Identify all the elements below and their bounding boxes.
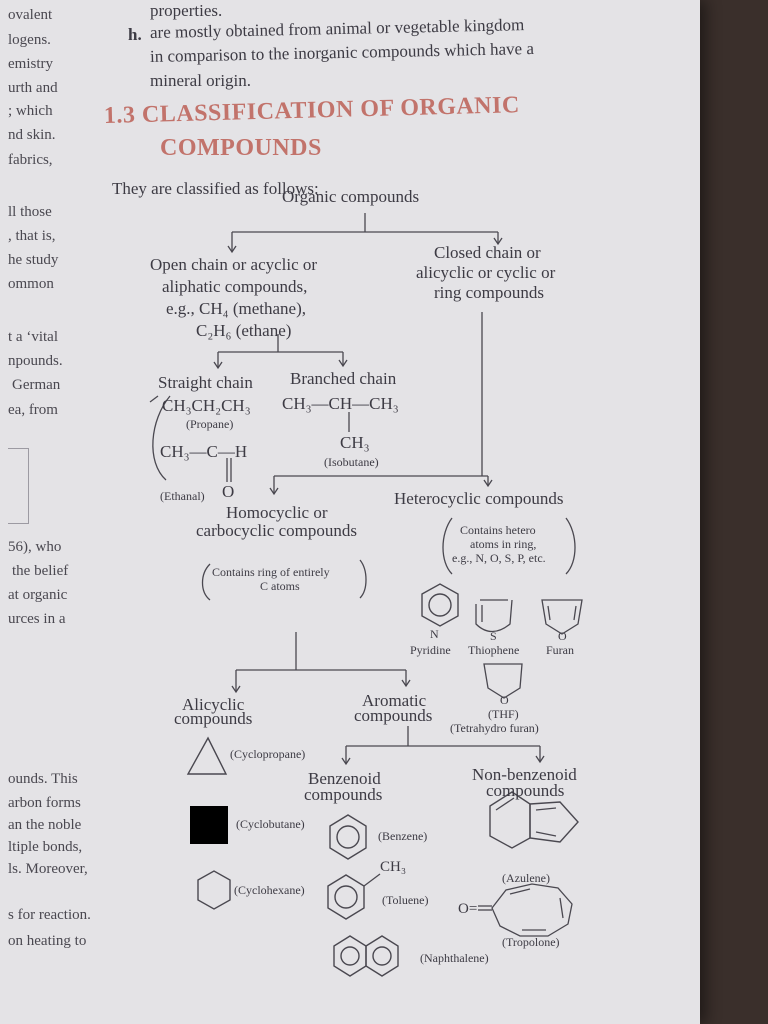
benzene-label: (Benzene) xyxy=(378,829,428,843)
node-line: Closed chain or xyxy=(434,243,541,262)
toluene-ch3: CH₃ xyxy=(380,859,407,875)
thf-ring xyxy=(483,663,523,699)
node-line: alicyclic or cyclic or xyxy=(416,263,556,282)
node-line: Benzenoid xyxy=(308,769,381,788)
ethanal-oxygen: O xyxy=(222,482,235,501)
left-line: npounds. xyxy=(8,353,63,369)
toluene-ring xyxy=(327,874,365,920)
node-line: ring compounds xyxy=(434,283,545,302)
isobutane-ch3: CH₃ xyxy=(340,433,370,452)
left-line: urces in a xyxy=(8,611,66,627)
toluene-label: (Toluene) xyxy=(382,893,429,907)
left-line: emistry xyxy=(8,56,53,72)
pyridine-name: Pyridine xyxy=(410,643,451,657)
homocyclic-note-line: Contains ring of entirely xyxy=(212,565,330,579)
item-marker: h. xyxy=(128,25,142,44)
left-figure-edge xyxy=(8,448,29,524)
node-line: Non-benzenoid xyxy=(472,765,577,784)
tree-root-label: Organic compounds xyxy=(282,187,420,206)
left-line: logens. xyxy=(8,32,51,48)
left-line: ommon xyxy=(8,276,54,292)
cyclobutane-ring xyxy=(190,806,228,844)
left-line: , that is, xyxy=(8,228,56,244)
left-line: at organic xyxy=(8,587,68,603)
left-line: ; which xyxy=(8,103,53,119)
left-line: s for reaction. xyxy=(8,907,91,923)
left-line: ltiple bonds, xyxy=(8,839,83,855)
left-line: on heating to xyxy=(8,933,87,949)
left-line: ovalent xyxy=(8,7,53,23)
ethanal-formula: CH₃—C—H xyxy=(160,442,248,461)
isobutane-name: (Isobutane) xyxy=(324,455,379,469)
textbook-page: ovalent logens. emistry urth and ; which… xyxy=(0,0,700,1024)
thiophene-atom: S xyxy=(490,629,497,643)
left-line: fabrics, xyxy=(8,152,53,168)
cyclobutane-label: (Cyclobutane) xyxy=(236,817,305,831)
homocyclic-note-line: C atoms xyxy=(260,579,300,593)
left-line: ls. Moreover, xyxy=(8,861,88,877)
left-line: arbon forms xyxy=(8,795,81,811)
branched-chain-label: Branched chain xyxy=(290,369,397,388)
left-line: nd skin. xyxy=(8,127,56,143)
straight-chain-label: Straight chain xyxy=(158,373,253,392)
classification-tree-lines xyxy=(149,213,583,977)
propane-formula: CH₃CH₂CH₃ xyxy=(162,396,251,415)
top-text-line: properties. xyxy=(150,1,223,20)
cyclopropane-ring xyxy=(186,736,228,775)
thiophene-name: Thiophene xyxy=(468,643,520,657)
left-line: ea, from xyxy=(8,402,58,418)
heterocyclic-label: Heterocyclic compounds xyxy=(394,489,564,508)
node-line: compounds xyxy=(304,785,383,804)
tropolone-label: (Tropolone) xyxy=(502,935,560,949)
left-line: ounds. This xyxy=(8,771,78,787)
node-line: compounds xyxy=(354,706,433,725)
ethanal-name: (Ethanal) xyxy=(160,489,205,503)
heterocyclic-note-line: atoms in ring, xyxy=(470,537,537,551)
left-line: t a ‘vital xyxy=(8,329,58,345)
intro-text: They are classified as follows: xyxy=(112,179,319,198)
section-title-line2: COMPOUNDS xyxy=(160,135,322,161)
naphthalene-label: (Naphthalene) xyxy=(420,951,489,965)
thiophene-ring xyxy=(475,599,513,633)
furan-atom: O xyxy=(558,629,567,643)
isobutane-formula: CH₃—CH—CH₃ xyxy=(282,394,399,413)
heterocyclic-note-line: Contains hetero xyxy=(460,523,536,537)
node-line: C₂H₆ (ethane) xyxy=(196,321,292,340)
thf-atom: O xyxy=(500,693,509,707)
thf-full-name: (Tetrahydro furan) xyxy=(450,721,539,735)
tropolone-oxygen: O= xyxy=(458,901,478,917)
propane-name: (Propane) xyxy=(186,417,234,431)
left-line: German xyxy=(12,377,61,393)
node-line: Alicyclic xyxy=(182,695,245,714)
left-line: ll those xyxy=(8,204,52,220)
node-line: compounds xyxy=(486,781,565,800)
left-line: he study xyxy=(8,252,59,268)
left-line: an the noble xyxy=(8,817,82,833)
heterocyclic-note-line: e.g., N, O, S, P, etc. xyxy=(452,551,546,565)
node-line: Homocyclic or xyxy=(226,503,328,522)
pyridine-atom: N xyxy=(430,627,439,641)
top-text-line: mineral origin. xyxy=(150,71,252,90)
node-line: carbocyclic compounds xyxy=(196,521,357,540)
node-line: aliphatic compounds, xyxy=(162,277,308,296)
left-line: 56), who xyxy=(8,539,62,555)
tropolone-ring xyxy=(491,883,573,937)
benzene-ring xyxy=(329,814,367,860)
azulene-label: (Azulene) xyxy=(502,871,550,885)
node-line: e.g., CH₄ (methane), xyxy=(166,299,306,318)
cyclopropane-label: (Cyclopropane) xyxy=(230,747,306,761)
left-line: urth and xyxy=(8,80,58,96)
left-line: the belief xyxy=(12,563,69,579)
pyridine-ring xyxy=(421,583,459,627)
furan-ring xyxy=(541,599,583,635)
cyclohexane-ring xyxy=(197,870,231,910)
node-line: Open chain or acyclic or xyxy=(150,255,318,274)
node-line: compounds xyxy=(174,709,253,728)
naphthalene-ring xyxy=(333,935,367,977)
node-line: Aromatic xyxy=(362,691,427,710)
thf-name: (THF) xyxy=(488,707,519,721)
furan-name: Furan xyxy=(546,643,574,657)
cyclohexane-label: (Cyclohexane) xyxy=(234,883,305,897)
